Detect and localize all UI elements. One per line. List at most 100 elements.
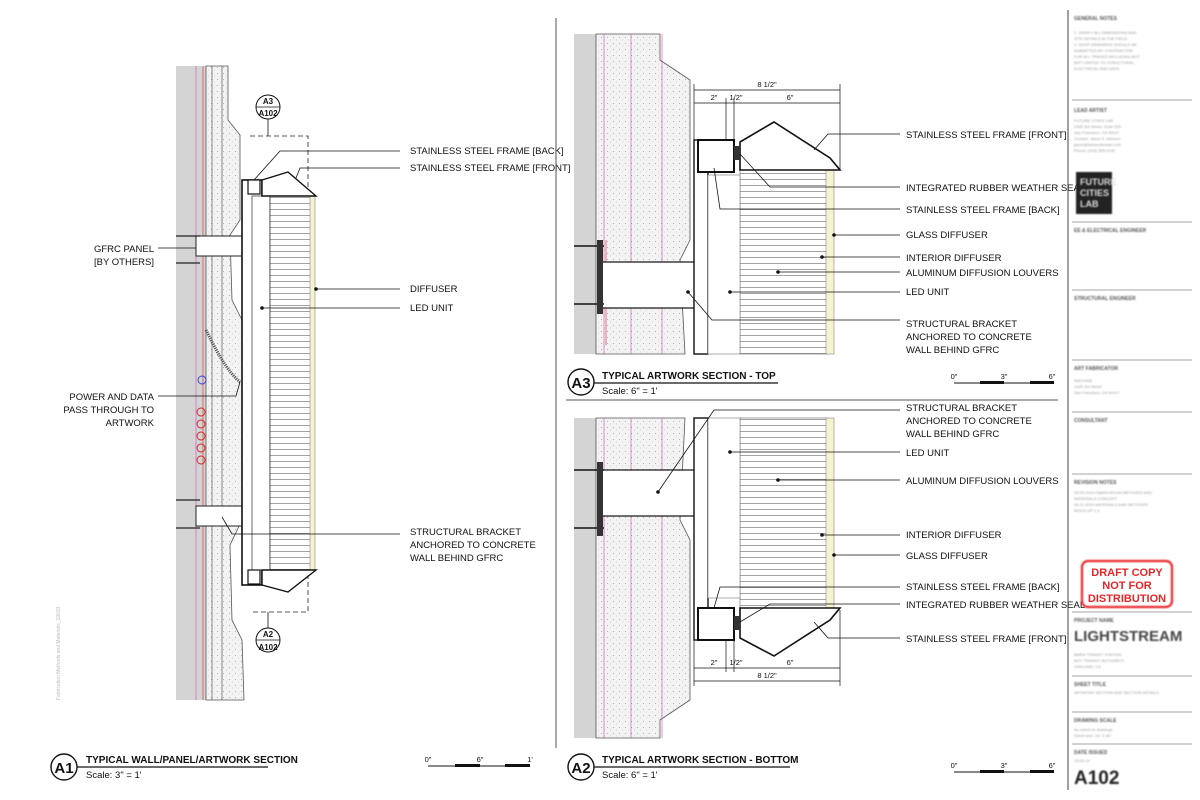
- svg-text:STRUCTURAL ENGINEER: STRUCTURAL ENGINEER: [1074, 296, 1136, 302]
- a2-title: TYPICAL ARTWORK SECTION - BOTTOM: [602, 755, 798, 766]
- svg-text:6": 6": [477, 755, 484, 764]
- svg-text:Phone: (415) 555-0100: Phone: (415) 555-0100: [1074, 148, 1116, 153]
- svg-text:2": 2": [711, 93, 718, 102]
- a3-title-bubble: A3: [571, 375, 590, 392]
- svg-text:PROJECT NAME: PROJECT NAME: [1074, 618, 1114, 624]
- a2-scale-bar: 0" 3" 6": [951, 761, 1056, 773]
- svg-text:2": 2": [711, 658, 718, 667]
- svg-text:San Francisco, CA 94107: San Francisco, CA 94107: [1074, 390, 1120, 395]
- a1-label-ss-back: STAINLESS STEEL FRAME [BACK]: [410, 146, 564, 157]
- svg-text:DISTRIBUTION: DISTRIBUTION: [1088, 593, 1166, 605]
- frame-front-bottom: [261, 569, 319, 593]
- svg-text:BMRA TRANSIT STATION: BMRA TRANSIT STATION: [1074, 652, 1121, 657]
- svg-text:0": 0": [951, 372, 958, 381]
- svg-text:BOY TRANSIT AUTHORITY: BOY TRANSIT AUTHORITY: [1074, 658, 1125, 663]
- sheet-number: A102: [1074, 768, 1119, 789]
- a3-label-led: LED UNIT: [906, 287, 949, 298]
- a1-label-power-3: ARTWORK: [106, 418, 155, 429]
- svg-text:05.09.2019 FABRICATION METHODS: 05.09.2019 FABRICATION METHODS AND: [1074, 490, 1152, 495]
- a2-label-ss-back: STAINLESS STEEL FRAME [BACK]: [906, 582, 1060, 593]
- a2-label-bracket-1: STRUCTURAL BRACKET: [906, 403, 1017, 414]
- a2-louvers: [739, 417, 829, 609]
- ref-a3-sheet: A102: [258, 109, 278, 118]
- svg-text:LAB: LAB: [1080, 199, 1099, 209]
- svg-text:CITIES: CITIES: [1080, 188, 1109, 198]
- a2-label-led: LED UNIT: [906, 448, 949, 459]
- a2-frame-front: [739, 607, 842, 657]
- a1-title: TYPICAL WALL/PANEL/ARTWORK SECTION: [86, 755, 298, 766]
- artwork-led-unit: [251, 195, 271, 571]
- svg-text:ARTWORK SECTION AND SECTION DE: ARTWORK SECTION AND SECTION DETAILS: [1074, 690, 1159, 695]
- futurecities-logo: FUTURE CITIES LAB: [1076, 172, 1117, 214]
- svg-text:As noted on drawings: As noted on drawings: [1074, 727, 1112, 732]
- a2-frame-back: [697, 607, 735, 641]
- svg-text:8 1/2": 8 1/2": [757, 671, 777, 680]
- ref-bubble-a3[interactable]: A3 A102: [255, 94, 281, 136]
- svg-text:jason@futurecitieslab.com: jason@futurecitieslab.com: [1073, 142, 1122, 147]
- svg-text:6": 6": [1049, 372, 1056, 381]
- artwork-louvers: [269, 195, 313, 571]
- svg-text:FUTURE: FUTURE: [1080, 177, 1117, 187]
- svg-text:6": 6": [1049, 761, 1056, 770]
- svg-text:8 1/2": 8 1/2": [757, 80, 777, 89]
- svg-text:MACHINE: MACHINE: [1074, 378, 1093, 383]
- a3-scale-bar: 0" 3" 6": [951, 372, 1056, 384]
- a1-label-power-2: PASS THROUGH TO: [63, 405, 154, 416]
- svg-text:ELECTRICAL AND DATA.: ELECTRICAL AND DATA.: [1074, 66, 1120, 71]
- a2-dimensions: [693, 610, 841, 686]
- svg-text:FOR ALL TRADES INCLUDING BUT: FOR ALL TRADES INCLUDING BUT: [1074, 54, 1140, 59]
- a3-bracket: [597, 261, 699, 309]
- svg-text:06.21.2019 MATERIALS AND METHO: 06.21.2019 MATERIALS AND METHODS: [1074, 502, 1148, 507]
- detail-a2: 2" 1/2" 6" 8 1/2" STRUCTURAL BRACKET ANC…: [567, 403, 1085, 781]
- svg-text:San Francisco, CA 94107: San Francisco, CA 94107: [1074, 130, 1120, 135]
- ref-bubble-a2[interactable]: A2 A102: [255, 612, 281, 653]
- svg-text:2325 3rd Street: 2325 3rd Street: [1074, 384, 1102, 389]
- a3-label-interior: INTERIOR DIFFUSER: [906, 253, 1002, 264]
- title-block: GENERAL NOTES 1. VERIFY ALL DIMENSIONS A…: [1067, 10, 1192, 790]
- a2-label-seal: INTEGRATED RUBBER WEATHER SEAL: [906, 600, 1085, 611]
- frame-front-top: [261, 171, 318, 197]
- a1-label-led: LED UNIT: [410, 303, 453, 314]
- svg-text:MATERIALS CONCEPT: MATERIALS CONCEPT: [1074, 496, 1118, 501]
- a2-label-louvers: ALUMINUM DIFFUSION LOUVERS: [906, 476, 1059, 487]
- a3-title: TYPICAL ARTWORK SECTION - TOP: [602, 371, 776, 382]
- svg-text:REVISION NOTES: REVISION NOTES: [1074, 480, 1117, 486]
- svg-text:FUTURE CITIES LAB: FUTURE CITIES LAB: [1074, 118, 1113, 123]
- structural-bracket-top: [195, 235, 249, 257]
- a3-louvers: [739, 169, 829, 355]
- svg-text:10.05.19: 10.05.19: [1074, 758, 1090, 763]
- svg-text:DATE ISSUED: DATE ISSUED: [1074, 750, 1108, 756]
- svg-text:MOCK-UP 1.0: MOCK-UP 1.0: [1074, 508, 1100, 513]
- a3-label-ss-front: STAINLESS STEEL FRAME [FRONT]: [906, 130, 1066, 141]
- conduit-circles: [196, 407, 206, 465]
- svg-text:SHEET TITLE: SHEET TITLE: [1074, 682, 1107, 688]
- a3-label-bracket-3: WALL BEHIND GFRC: [906, 345, 999, 356]
- a2-label-bracket-3: WALL BEHIND GFRC: [906, 429, 999, 440]
- a2-label-ss-front: STAINLESS STEEL FRAME [FRONT]: [906, 634, 1066, 645]
- a1-label-ss-front: STAINLESS STEEL FRAME [FRONT]: [410, 163, 570, 174]
- detail-a3: 8 1/2" 2" 1/2" 6" STAINLESS STEEL FRAME …: [567, 33, 1085, 397]
- tb-general-notes-head: GENERAL NOTES: [1074, 16, 1118, 22]
- a2-label-glass: GLASS DIFFUSER: [906, 551, 988, 562]
- a1-scale: Scale: 3" = 1': [86, 770, 142, 781]
- a2-label-bracket-2: ANCHORED TO CONCRETE: [906, 416, 1032, 427]
- a1-label-gfrc-2: [BY OTHERS]: [94, 257, 154, 268]
- a3-label-ss-back: STAINLESS STEEL FRAME [BACK]: [906, 205, 1060, 216]
- svg-text:0": 0": [951, 761, 958, 770]
- svg-text:6": 6": [787, 93, 794, 102]
- svg-text:EE & ELECTRICAL ENGINEER: EE & ELECTRICAL ENGINEER: [1074, 228, 1147, 234]
- svg-text:6": 6": [787, 658, 794, 667]
- a1-label-bracket-1: STRUCTURAL BRACKET: [410, 527, 521, 538]
- ref-a3-number: A3: [263, 97, 274, 106]
- project-name: LIGHTSTREAM: [1074, 628, 1182, 645]
- svg-text:1/2": 1/2": [729, 658, 742, 667]
- a1-label-power-1: POWER AND DATA: [69, 392, 154, 403]
- svg-text:NOT LIMITED TO STRUCTURAL,: NOT LIMITED TO STRUCTURAL,: [1074, 60, 1135, 65]
- ref-a2-sheet: A102: [258, 643, 278, 652]
- svg-text:SITE DETAILS IN THE FIELD.: SITE DETAILS IN THE FIELD.: [1074, 36, 1128, 41]
- a3-label-seal: INTEGRATED RUBBER WEATHER SEAL: [906, 183, 1085, 194]
- a3-label-glass: GLASS DIFFUSER: [906, 230, 988, 241]
- a1-label-diffuser: DIFFUSER: [410, 284, 458, 295]
- a3-label-bracket-2: ANCHORED TO CONCRETE: [906, 332, 1032, 343]
- a2-scale: Scale: 6" = 1': [602, 770, 658, 781]
